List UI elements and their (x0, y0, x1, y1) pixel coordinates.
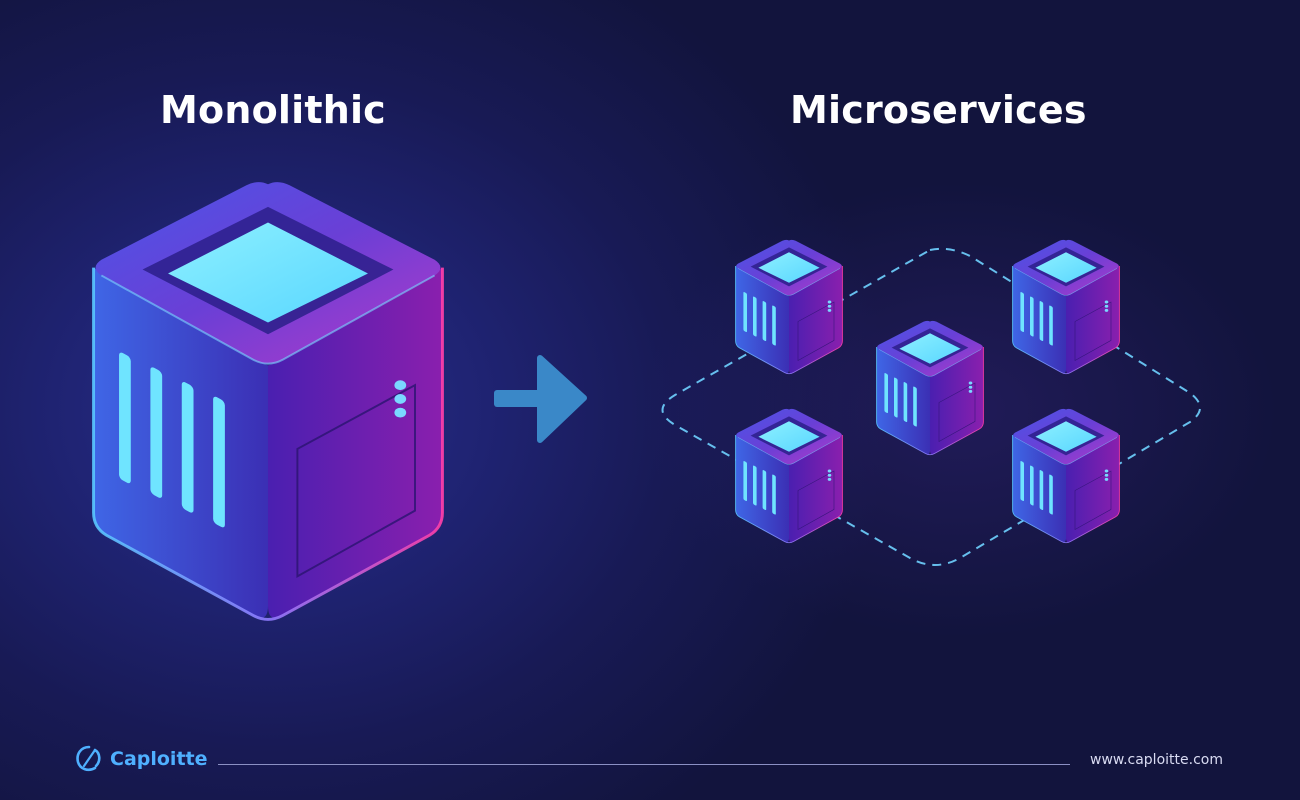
monolithic-title: Monolithic (160, 88, 386, 132)
microservice-cube (735, 239, 843, 375)
microservice-cube (1012, 239, 1120, 375)
network-dashed-outline (661, 247, 1201, 566)
brand-name: Caploitte (110, 748, 208, 770)
website-link[interactable]: www.caploitte.com (1090, 752, 1223, 768)
microservice-cube (876, 320, 984, 456)
microservice-cube (735, 408, 843, 544)
arrow-right-icon (494, 355, 587, 443)
microservice-cube (1012, 408, 1120, 544)
monolithic-cube (92, 180, 444, 621)
microservices-title: Microservices (790, 88, 1087, 132)
footer-divider (218, 764, 1070, 765)
brand-logo: Caploitte (74, 744, 208, 774)
caploitte-logo-icon (76, 745, 101, 772)
